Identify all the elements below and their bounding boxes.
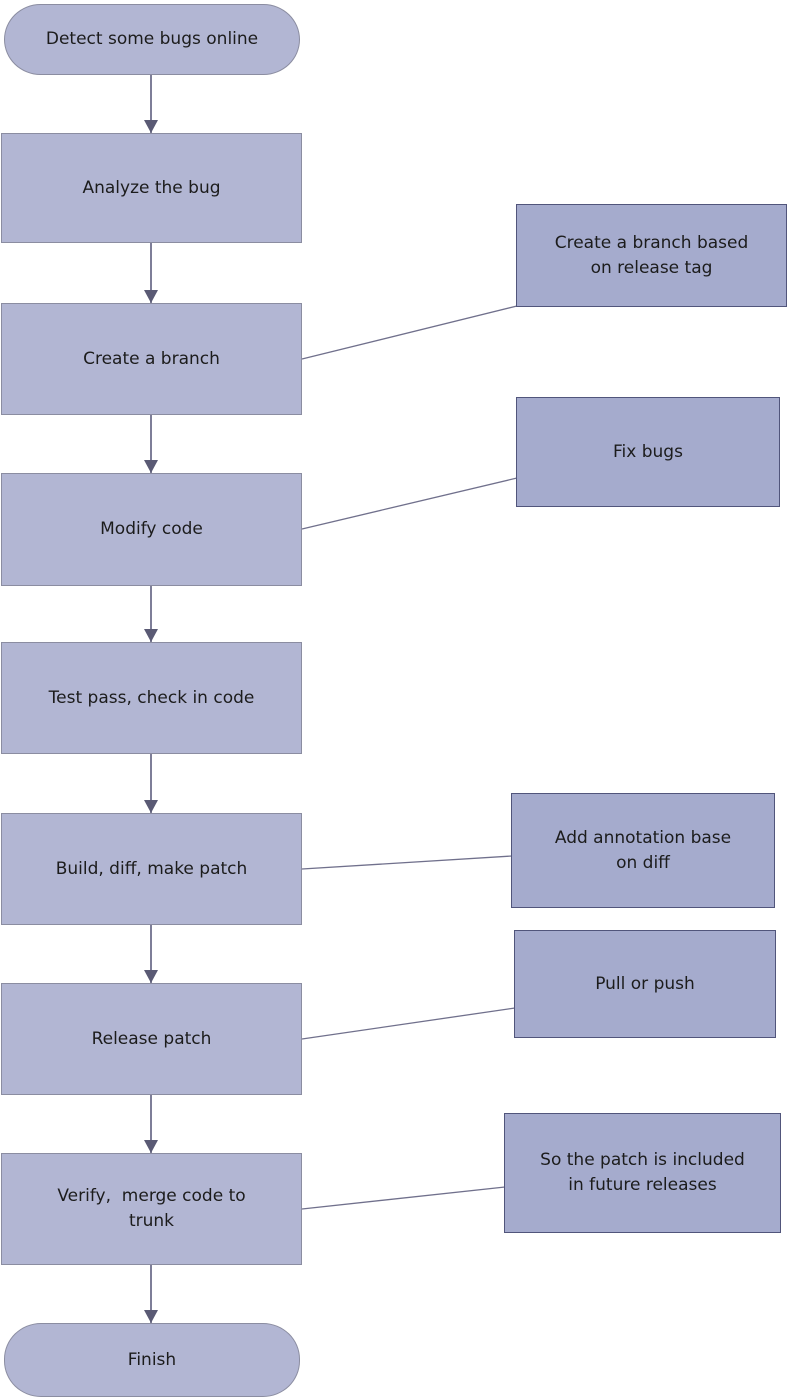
annotation-add-annotation: Add annotation base on diff xyxy=(511,793,775,908)
annotation-label: Fix bugs xyxy=(613,441,683,462)
flow-node-build-diff: Build, diff, make patch xyxy=(1,813,302,925)
annotation-label: Create a branch based on release tag xyxy=(554,232,749,278)
connector-modify-code-note xyxy=(301,477,518,530)
connector-verify-merge-note xyxy=(301,1186,506,1210)
flow-node-release-patch: Release patch xyxy=(1,983,302,1095)
connector-release-patch-note xyxy=(301,1007,516,1040)
flow-node-start: Detect some bugs online xyxy=(4,4,300,75)
flow-node-label: Create a branch xyxy=(83,348,220,369)
flow-node-label: Build, diff, make patch xyxy=(55,858,248,879)
annotation-fix-bugs: Fix bugs xyxy=(516,397,780,507)
flow-node-create-branch: Create a branch xyxy=(1,303,302,415)
flow-node-label: Verify, merge code to trunk xyxy=(57,1186,246,1231)
flow-node-label: Modify code xyxy=(100,519,203,540)
flow-node-analyze: Analyze the bug xyxy=(1,133,302,243)
annotation-label: So the patch is included in future relea… xyxy=(540,1150,745,1195)
flow-node-label: Detect some bugs online xyxy=(45,29,259,50)
annotation-create-branch-tag: Create a branch based on release tag xyxy=(516,204,787,307)
annotation-label: Pull or push xyxy=(595,973,695,994)
flow-node-label: Finish xyxy=(127,1349,177,1370)
flow-node-label: Release patch xyxy=(91,1028,212,1049)
connector-create-branch-note xyxy=(301,305,518,360)
annotation-pull-or-push: Pull or push xyxy=(514,930,776,1038)
connector-build-diff-note xyxy=(301,855,513,870)
flow-node-label: Analyze the bug xyxy=(82,177,221,198)
flow-node-test-pass: Test pass, check in code xyxy=(1,642,302,754)
flow-node-finish: Finish xyxy=(4,1323,300,1397)
annotation-label: Add annotation base on diff xyxy=(554,827,732,873)
flow-node-verify-merge: Verify, merge code to trunk xyxy=(1,1153,302,1265)
flow-node-modify-code: Modify code xyxy=(1,473,302,586)
annotation-future-releases: So the patch is included in future relea… xyxy=(504,1113,781,1233)
flow-node-label: Test pass, check in code xyxy=(48,687,255,708)
